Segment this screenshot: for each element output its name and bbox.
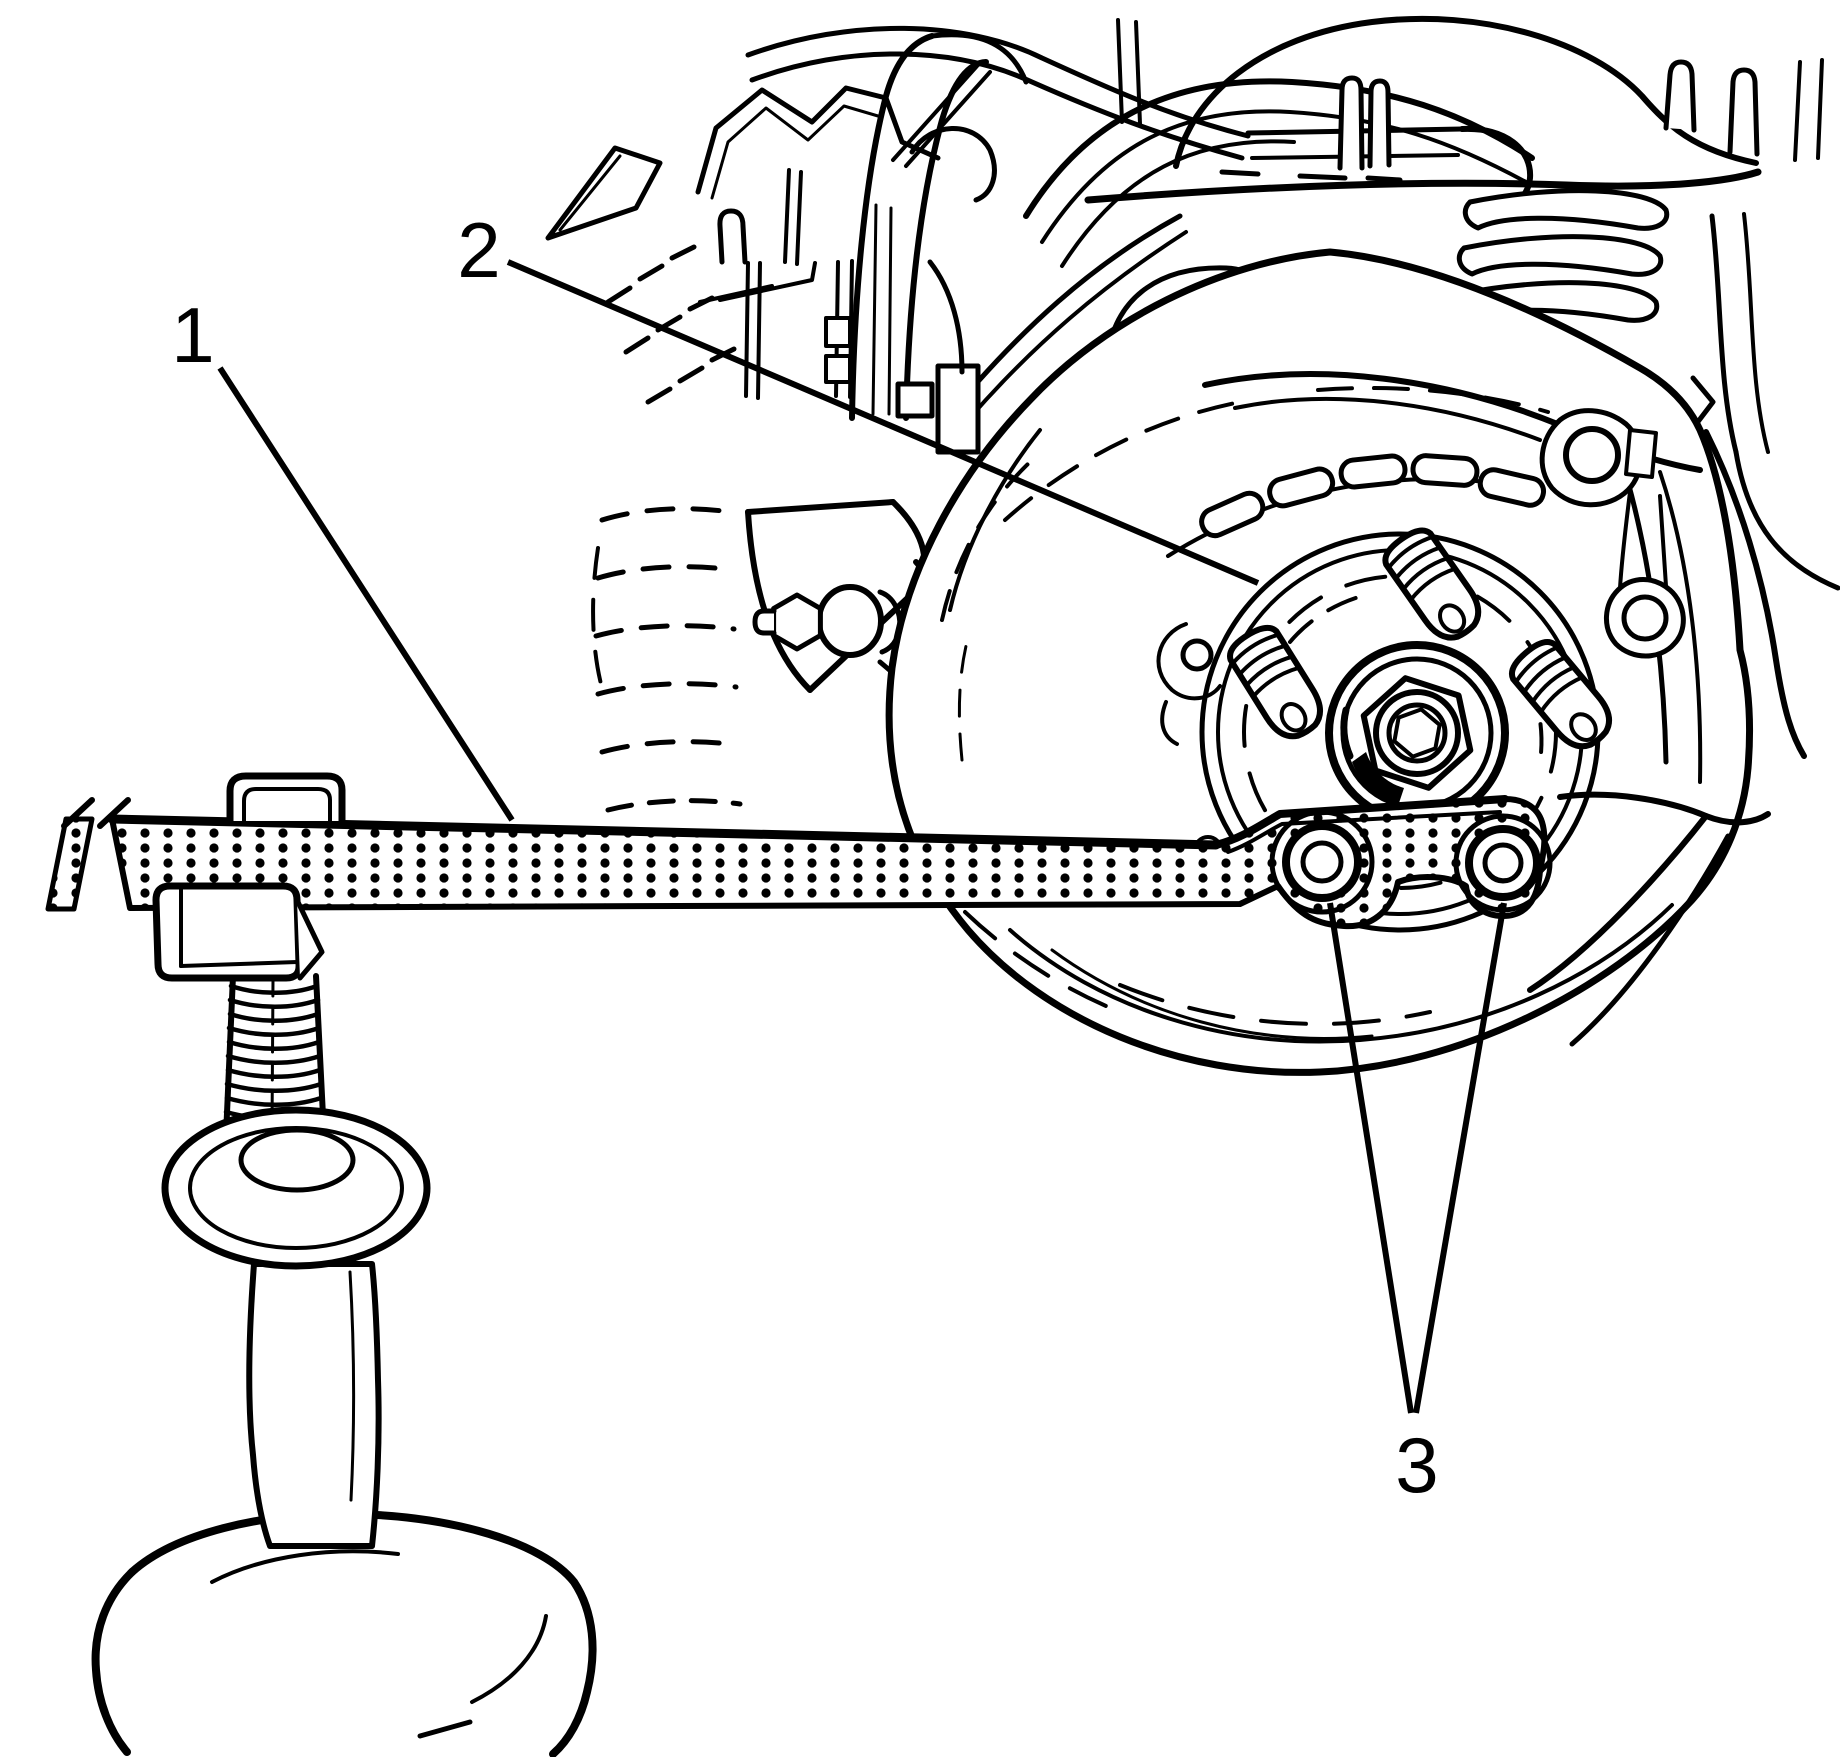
leader-line-1	[217, 366, 515, 822]
callouts: 1 2 3	[171, 206, 1507, 1509]
leader-line-2	[506, 259, 1260, 586]
jack-stand-screw	[223, 973, 327, 1139]
callout-label-2: 2	[457, 206, 500, 294]
bar-clip	[226, 772, 346, 825]
wheel-stud	[1227, 624, 1323, 740]
wheel-stud	[1382, 527, 1482, 641]
hub-assembly	[1227, 527, 1613, 825]
leader-line-3b	[1413, 902, 1507, 1414]
steering-knuckle	[1527, 375, 1807, 1047]
attachment-bolts	[1269, 809, 1553, 915]
callout-label-3: 3	[1395, 1421, 1438, 1509]
callout-label-1: 1	[171, 291, 214, 379]
jack-stand-column	[246, 1261, 382, 1549]
backing-plate-slots	[1199, 453, 1547, 539]
jack-stand-base	[91, 1509, 597, 1757]
leader-line-3a	[1327, 902, 1414, 1414]
hidden-dashes-upper	[605, 244, 737, 405]
background-machinery	[545, 15, 1840, 813]
dust-shield	[885, 248, 1754, 1076]
support-bar	[45, 772, 1548, 930]
wheel-stud	[1508, 639, 1613, 750]
jack-stand-saddle	[152, 882, 303, 982]
hidden-shock-boot	[591, 506, 743, 813]
jack-stand	[91, 882, 597, 1757]
